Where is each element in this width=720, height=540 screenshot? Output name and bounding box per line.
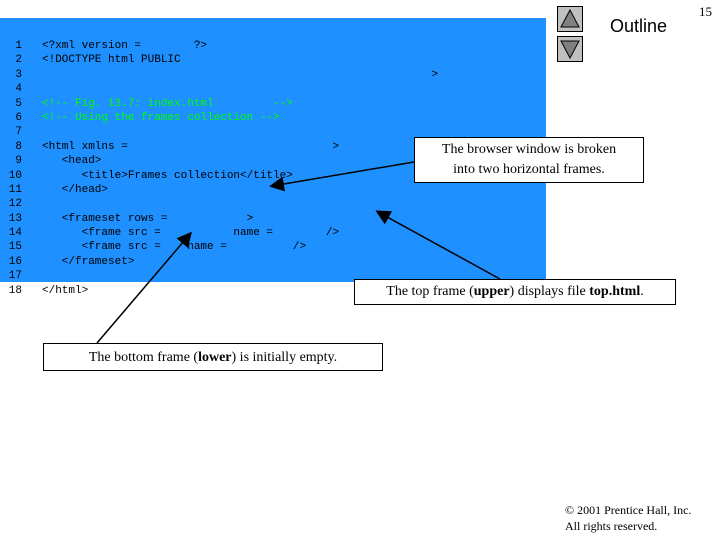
code-listing: 1 <?xml version = ?> 2 <!DOCTYPE html PUBLI…	[0, 39, 438, 298]
code-line: 9 <head>	[0, 154, 438, 168]
code-text: >	[42, 68, 439, 81]
code-text: <frame src = name = />	[42, 241, 307, 254]
page-number: 15	[699, 4, 712, 19]
copyright-notice: © 2001 Prentice Hall, Inc. All rights re…	[565, 502, 691, 534]
code-line: 11 </head>	[0, 183, 438, 197]
code-line: 14 <frame src = name = />	[0, 226, 438, 240]
code-text: <html xmlns = >	[42, 140, 340, 153]
line-number: 8	[15, 140, 22, 153]
line-number: 6	[15, 111, 22, 124]
callout-frames: The browser window is broken into two ho…	[414, 137, 644, 183]
line-number: 15	[8, 241, 22, 254]
code-line: 8 <html xmlns = >	[0, 140, 438, 154]
line-number: 16	[8, 255, 22, 268]
line-number: 12	[8, 198, 22, 211]
code-line: 12	[0, 197, 438, 211]
code-line: 4	[0, 82, 438, 96]
copyright-line1: © 2001 Prentice Hall, Inc.	[565, 503, 692, 517]
triangle-up-icon	[560, 8, 580, 28]
code-line: 2 <!DOCTYPE html PUBLIC	[0, 53, 438, 67]
line-number: 13	[8, 212, 22, 225]
code-line: 13 <frameset rows = >	[0, 212, 438, 226]
code-text: </html>	[42, 284, 89, 297]
code-text: <frame src = name = />	[42, 227, 340, 240]
callout-top-frame: The top frame (upper) displays file top.…	[354, 279, 676, 305]
code-line: 17	[0, 269, 438, 283]
previous-slide-button[interactable]	[557, 6, 583, 32]
code-text: <!DOCTYPE html PUBLIC	[42, 54, 181, 67]
callout-frames-line1: The browser window is broken	[441, 142, 617, 157]
code-text: <head>	[42, 155, 102, 168]
line-number: 10	[8, 169, 22, 182]
code-text: <frameset rows = >	[42, 212, 254, 225]
code-line: 6 <!-- Using the frames collection -->	[0, 111, 438, 125]
callout-frames-line2: into two horizontal frames.	[453, 162, 605, 177]
code-line: 15 <frame src = name = />	[0, 240, 438, 254]
line-number: 3	[15, 68, 22, 81]
line-number: 9	[15, 155, 22, 168]
line-number: 18	[8, 284, 22, 297]
code-text: <!-- Fig. 13.7: index.html -->	[42, 97, 293, 110]
line-number: 17	[8, 270, 22, 283]
next-slide-button[interactable]	[557, 36, 583, 62]
code-line: 16 </frameset>	[0, 255, 438, 269]
line-number: 1	[15, 40, 22, 52]
line-number: 14	[8, 227, 22, 240]
line-number: 2	[15, 54, 22, 67]
code-line: 7	[0, 125, 438, 139]
code-line: 10 <title>Frames collection</title>	[0, 169, 438, 183]
copyright-line2: All rights reserved.	[565, 519, 658, 533]
line-number: 4	[15, 83, 22, 96]
code-line: 18 </html>	[0, 284, 438, 298]
line-number: 5	[15, 97, 22, 110]
triangle-down-icon	[560, 40, 580, 60]
code-line: 5 <!-- Fig. 13.7: index.html -->	[0, 97, 438, 111]
line-number: 7	[15, 126, 22, 139]
code-text: </frameset>	[42, 255, 135, 268]
code-text: </head>	[42, 183, 109, 196]
line-number: 11	[8, 183, 22, 196]
code-line: 1 <?xml version = ?>	[0, 39, 438, 53]
code-text: <title>Frames collection</title>	[42, 169, 293, 182]
code-line: 3 >	[0, 68, 438, 82]
callout-bottom-frame: The bottom frame (lower) is initially em…	[43, 343, 383, 371]
code-text: <?xml version = ?>	[42, 40, 208, 52]
code-text: <!-- Using the frames collection -->	[42, 111, 280, 124]
outline-title: Outline	[610, 16, 668, 36]
